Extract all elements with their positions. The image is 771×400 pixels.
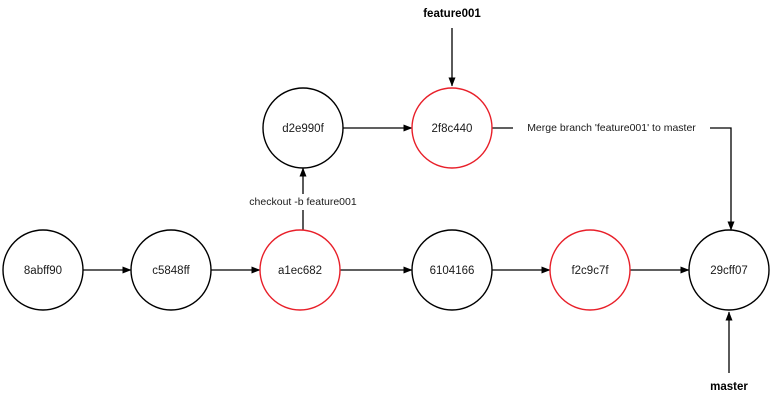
commit-node-circle[interactable]	[259, 229, 341, 311]
commit-node-circle[interactable]	[2, 229, 84, 311]
edge-label: checkout -b feature001	[249, 196, 357, 208]
commit-node-8abff90[interactable]: 8abff90	[2, 229, 84, 311]
branch-pointer-label: master	[710, 381, 748, 393]
commit-node-label: a1ec682	[278, 265, 322, 277]
commit-node-circle[interactable]	[549, 229, 631, 311]
branch-pointer-label: feature001	[423, 8, 481, 20]
commit-node-f2c9c7f[interactable]: f2c9c7f	[549, 229, 631, 311]
commit-node-circle[interactable]	[411, 229, 493, 311]
commit-node-label: d2e990f	[282, 123, 324, 135]
commit-node-label: 6104166	[430, 265, 475, 277]
commit-node-label: f2c9c7f	[571, 265, 609, 277]
nodes-layer: 8abff90 c5848ff a1ec682 6104166 f2c9c7f 29cff…	[2, 87, 770, 311]
commit-node-circle[interactable]	[130, 229, 212, 311]
commit-node-a1ec682[interactable]: a1ec682	[259, 229, 341, 311]
branch-pointer-feature001: feature001	[423, 8, 481, 87]
edge-label: Merge branch 'feature001' to master	[527, 122, 696, 134]
commit-node-circle[interactable]	[411, 87, 493, 169]
commit-node-label: 29cff07	[710, 265, 748, 277]
commit-node-d2e990f[interactable]: d2e990f	[262, 87, 344, 169]
commit-node-2f8c440[interactable]: 2f8c440	[411, 87, 493, 169]
branch-pointers-layer: feature001 master	[423, 8, 748, 393]
edge-label-background	[513, 120, 710, 136]
commit-node-c5848ff[interactable]: c5848ff	[130, 229, 212, 311]
commit-node-label: c5848ff	[152, 265, 190, 277]
edge-2f8c440-to-29cff07: Merge branch 'feature001' to master	[492, 120, 735, 231]
commit-node-label: 2f8c440	[432, 123, 473, 135]
commit-node-circle[interactable]	[262, 87, 344, 169]
edge-label-background	[239, 194, 367, 210]
branch-pointer-master: master	[710, 311, 748, 393]
commit-node-29cff07[interactable]: 29cff07	[688, 229, 770, 311]
edge-line	[492, 127, 735, 231]
commit-node-label: 8abff90	[24, 265, 62, 277]
edges-layer: checkout -b feature001 Merge branch 'feat…	[83, 120, 735, 274]
commit-node-6104166[interactable]: 6104166	[411, 229, 493, 311]
edge-a1ec682-to-d2e990f: checkout -b feature001	[239, 167, 367, 230]
commit-node-circle[interactable]	[688, 229, 770, 311]
